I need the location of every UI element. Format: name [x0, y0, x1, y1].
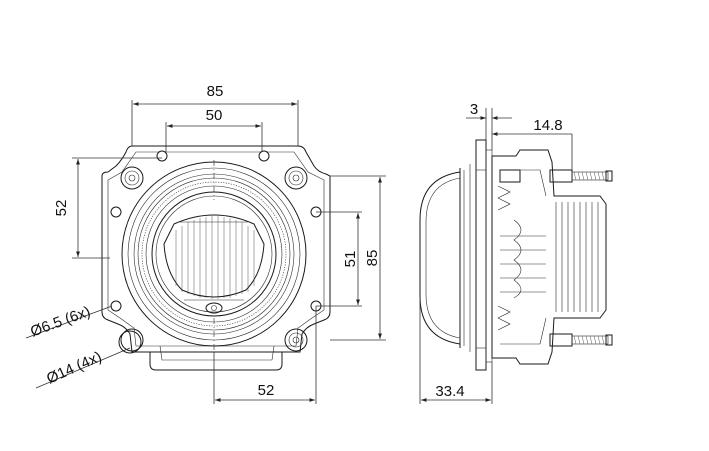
front-ring-3: [133, 173, 295, 335]
front-view: [101, 145, 331, 371]
side-view: [419, 139, 613, 371]
dim-front-height-holes: 52: [53, 200, 70, 217]
front-lens-inner: [155, 195, 273, 313]
front-adjust-screws: [120, 166, 308, 352]
side-threaded-stud-bottom: [549, 333, 613, 347]
front-dimensions: [25, 100, 386, 404]
side-threaded-stud-top: [499, 169, 613, 183]
dim-hole-small: Ø6.5 (6x): [28, 303, 93, 340]
front-large-hole-callout: [118, 330, 142, 354]
front-ring-5: [145, 185, 283, 323]
front-housing-inner-outline: [107, 151, 325, 347]
dim-front-width-outer: 85: [207, 83, 224, 100]
front-bottom-tab-inner: [159, 345, 275, 361]
side-housing-body: [491, 149, 607, 365]
front-ring-4: [137, 177, 291, 331]
side-heatsink-fins: [500, 202, 599, 312]
dim-front-bottom-width: 52: [258, 382, 275, 399]
dim-side-depth-rear: 14.8: [533, 117, 562, 134]
dim-side-flange: 3: [470, 101, 478, 118]
side-dimensions: [419, 108, 573, 404]
dim-hole-large: Ø14 (4x): [44, 348, 104, 387]
front-lens-reflector: [163, 214, 265, 314]
side-lens-dome: [419, 171, 461, 345]
dim-front-height-bore: 51: [342, 251, 359, 268]
front-housing-outline: [101, 145, 331, 353]
dim-side-depth-total: 33.4: [435, 383, 464, 400]
front-bottom-tab: [149, 352, 283, 371]
dim-front-width-inner: 50: [206, 107, 223, 124]
side-flange: [475, 139, 487, 371]
front-led-emitter: [205, 302, 223, 314]
dim-front-height-outer: 85: [364, 250, 381, 267]
front-ring-2: [127, 167, 301, 341]
front-ring-knurl: [141, 181, 287, 327]
